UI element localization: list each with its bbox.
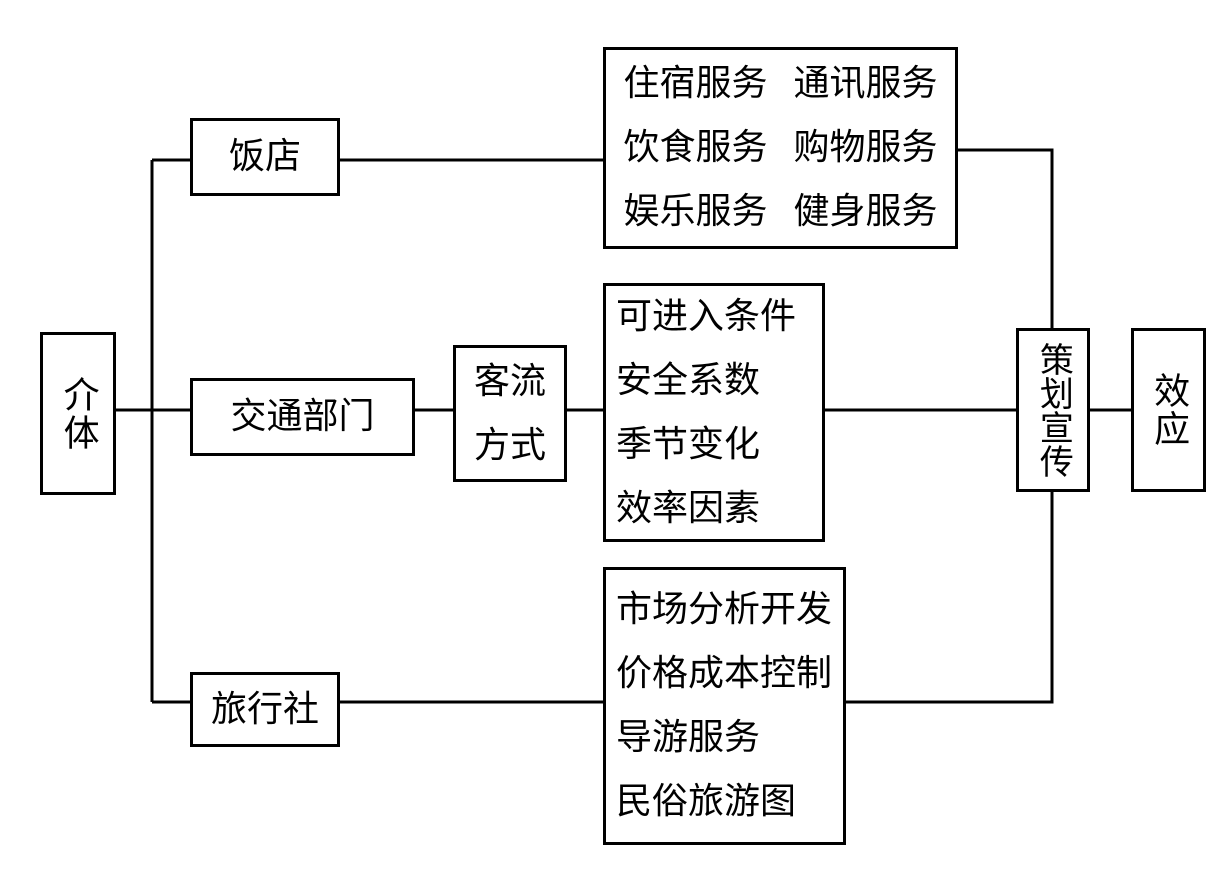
node-agency: 旅行社 <box>190 672 340 747</box>
node-effect-label: 效应 <box>1148 372 1190 448</box>
node-effect: 效应 <box>1131 328 1206 492</box>
hotel-service-item: 购物服务 <box>793 127 938 168</box>
node-medium-label: 介体 <box>57 375 99 452</box>
agency-item: 市场分析开发 <box>616 589 833 630</box>
node-flow-mode-line-2: 方式 <box>473 424 546 466</box>
transport-factor-item: 效率因素 <box>616 487 761 529</box>
node-transport-label: 交通部门 <box>230 396 375 438</box>
node-medium: 介体 <box>40 332 116 495</box>
node-flow-mode: 客流 方式 <box>453 345 567 482</box>
transport-factor-item: 可进入条件 <box>616 295 797 337</box>
transport-factor-item: 季节变化 <box>616 423 761 465</box>
agency-items-box: 市场分析开发 价格成本控制 导游服务 民俗旅游图 <box>603 567 846 845</box>
hotel-service-item: 住宿服务 <box>623 63 768 104</box>
hotel-services-box: 住宿服务 通讯服务 饮食服务 购物服务 娱乐服务 健身服务 <box>603 47 958 249</box>
node-agency-label: 旅行社 <box>210 688 319 730</box>
node-hotel: 饭店 <box>190 118 340 196</box>
node-planning-label: 策划宣传 <box>1033 342 1074 478</box>
transport-factors-box: 可进入条件 安全系数 季节变化 效率因素 <box>603 283 825 542</box>
agency-item: 价格成本控制 <box>616 653 833 694</box>
node-flow-mode-line-1: 客流 <box>473 360 546 402</box>
transport-factor-item: 安全系数 <box>616 359 761 401</box>
node-planning: 策划宣传 <box>1016 328 1090 492</box>
hotel-service-item: 饮食服务 <box>623 127 768 168</box>
hotel-service-item: 娱乐服务 <box>623 191 768 232</box>
agency-item: 导游服务 <box>616 717 761 758</box>
line-services-to-planning <box>958 148 1054 328</box>
hotel-service-item: 健身服务 <box>793 191 938 232</box>
node-transport: 交通部门 <box>190 378 415 456</box>
agency-item: 民俗旅游图 <box>616 781 797 822</box>
node-hotel-label: 饭店 <box>228 136 301 178</box>
hotel-service-item: 通讯服务 <box>793 63 938 104</box>
line-items-to-planning <box>846 492 1054 704</box>
